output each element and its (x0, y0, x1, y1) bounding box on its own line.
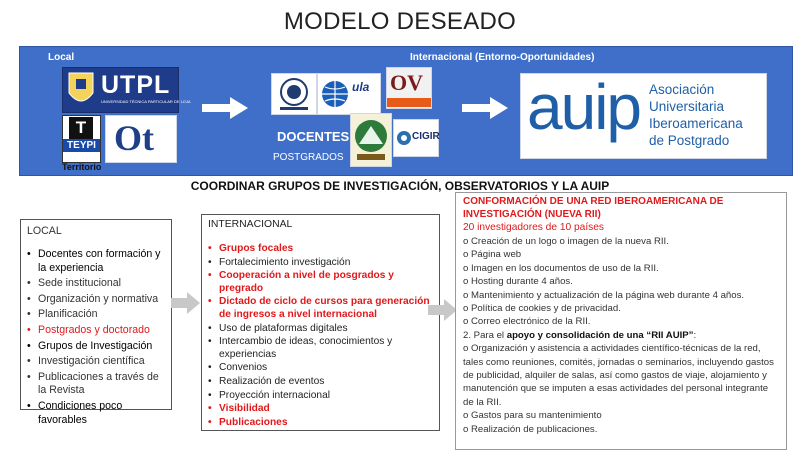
red-line-item: o Organización y asistencia a actividade… (463, 343, 774, 408)
internacional-box-title: INTERNACIONAL (208, 219, 293, 230)
arrow-right-icon (462, 97, 508, 119)
point-2-suffix: : (693, 329, 697, 341)
arrow-right-icon (428, 299, 457, 321)
local-list-item: Organización y normativa (27, 293, 166, 307)
ula-wordmark: ula (352, 80, 370, 94)
teypi-wordmark: TEYPI (63, 139, 100, 152)
red-line-item: o Gastos para su mantenimiento (463, 410, 602, 422)
cigir-logo: CIGIR (393, 119, 440, 157)
international-label: Internacional (Entorno-Oportunidades) (410, 52, 595, 63)
local-list-item: Postgrados y doctorado (27, 324, 166, 338)
red-line-item: o Imagen en los documentos de uso de la … (463, 262, 659, 274)
internacional-box: INTERNACIONAL Grupos focalesFortalecimie… (201, 214, 440, 431)
cigir-wordmark: CIGIR (412, 131, 440, 142)
postgrados-label: POSTGRADOS (273, 152, 344, 163)
mountain-icon (355, 120, 387, 160)
point-2-line: 2. Para el apoyo y consolidación de una … (463, 329, 780, 342)
university-seal-logo (271, 73, 317, 115)
red-line-item: o Creación de un logo o imagen de la nue… (463, 236, 669, 247)
internacional-list-item: Publicaciones (208, 417, 433, 430)
ov-wordmark: OV (390, 70, 423, 95)
model-banner: Local Internacional (Entorno-Oportunidad… (19, 46, 793, 176)
point-2-prefix: 2. Para el (463, 329, 507, 341)
auip-name-line1: Asociación (649, 82, 715, 97)
red-line-item: o Página web (463, 249, 522, 261)
internacional-list-item: Realización de eventos (208, 376, 433, 389)
local-list-item: Sede institucional (27, 277, 166, 291)
red-line-item: o Política de cookies y de privacidad. (463, 303, 621, 315)
internacional-list-item: Grupos focales (208, 243, 433, 256)
auip-name-line4: de Postgrado (649, 133, 730, 148)
teypi-caption: Territorio (62, 162, 102, 172)
ov-stripe (387, 98, 431, 107)
red-lines-2: o Organización y asistencia a actividade… (463, 342, 780, 436)
docentes-label: DOCENTES (277, 129, 350, 144)
internacional-list-item: Dictado de ciclo de cursos para generaci… (208, 296, 433, 321)
internacional-list-item: Convenios (208, 362, 433, 375)
red-lines: o Creación de un logo o imagen de la nue… (463, 235, 780, 329)
teypi-logo: T TEYPI (62, 115, 101, 163)
utpl-subtext: UNIVERSIDAD TÉCNICA PARTICULAR DE LOJA (101, 99, 191, 104)
local-list-item: Condiciones poco favorables (27, 400, 166, 427)
utpl-logo: UTPL UNIVERSIDAD TÉCNICA PARTICULAR DE L… (62, 67, 191, 113)
internacional-list: Grupos focalesFortalecimiento investigac… (208, 243, 433, 429)
red-line-item: o Hosting durante 4 años. (463, 276, 573, 288)
ot-logo: Ot (105, 115, 177, 163)
local-list-item: Planificación (27, 308, 166, 322)
internacional-list-item: Cooperación a nivel de posgrados y pregr… (208, 270, 433, 295)
point-2-bold: apoyo y consolidación de una “RII AUIP” (506, 329, 694, 341)
page-title: MODELO DESEADO (283, 8, 517, 35)
local-list-item: Publicaciones a través de la Revista (27, 371, 166, 398)
local-label: Local (48, 52, 75, 63)
ov-logo: OV (386, 67, 432, 109)
local-list-item: Grupos de Investigación (27, 340, 166, 354)
utpl-wordmark: UTPL (101, 71, 171, 99)
internacional-list-item: Intercambio de ideas, conocimientos y ex… (208, 336, 433, 361)
local-box: LOCAL Docentes con formación y la experi… (20, 219, 172, 426)
red-line-item: o Realización de publicaciones. (463, 423, 598, 435)
red-line-item: o Correo electrónico de la RII. (463, 316, 591, 328)
globe-icon (322, 81, 348, 107)
arrow-right-icon (202, 97, 248, 119)
internacional-list-item: Proyección internacional (208, 390, 433, 403)
section-heading: COORDINAR GRUPOS DE INVESTIGACIÓN, OBSER… (190, 179, 610, 193)
local-box-title: LOCAL (27, 225, 62, 237)
auip-logo: auip Asociación Universitaria Iberoameri… (520, 71, 767, 159)
auip-name-line3: Iberoamericana (649, 116, 743, 131)
local-list-item: Investigación científica (27, 355, 166, 369)
arrow-right-icon (171, 292, 200, 314)
local-list-item: Docentes con formación y la experiencia (27, 248, 166, 275)
ot-wordmark: Ot (114, 118, 154, 158)
cigir-emblem-icon (397, 131, 411, 145)
internacional-list-item: Uso de plataformas digitales (208, 323, 433, 336)
internacional-list-item: Fortalecimiento investigación (208, 257, 433, 270)
auip-mark: auip (527, 71, 642, 143)
red-box-subtitle: 20 investigadores de 10 países (463, 222, 605, 233)
teypi-letter: T (69, 117, 93, 139)
auip-name-line2: Universitaria (649, 99, 725, 114)
mountain-emblem-logo (350, 113, 392, 167)
red-box-title: CONFORMACIÓN DE UNA RED IBEROAMERICANA D… (463, 196, 724, 220)
red-rii-box: CONFORMACIÓN DE UNA RED IBEROAMERICANA D… (455, 192, 787, 450)
ula-logo: ula (317, 73, 381, 115)
red-line-item: o Mantenimiento y actualización de la pá… (463, 289, 745, 301)
utpl-shield-icon (68, 72, 94, 102)
internacional-list-item: Visibilidad (208, 403, 433, 416)
seal-icon (280, 78, 308, 110)
local-list: Docentes con formación y la experienciaS… (27, 248, 166, 427)
